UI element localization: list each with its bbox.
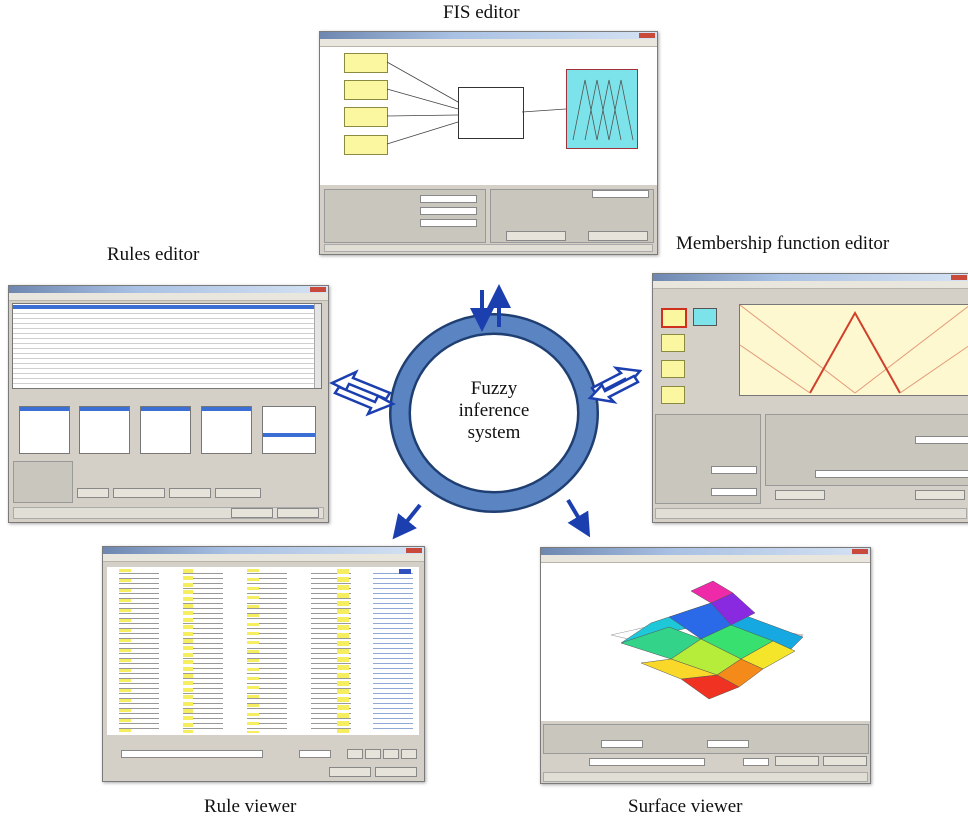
mf-params-field[interactable] xyxy=(815,470,968,478)
rules-close-button[interactable] xyxy=(277,508,319,518)
rules-listbox[interactable] xyxy=(79,406,130,454)
mf-plot xyxy=(739,304,968,396)
surface-status-bar xyxy=(543,772,868,782)
mf-variable-block[interactable] xyxy=(661,308,687,328)
rules-listbox[interactable] xyxy=(201,406,252,454)
mf-help-button[interactable] xyxy=(775,490,825,500)
rules-editor-screenshot xyxy=(8,285,329,523)
central-ring-fill xyxy=(391,315,597,511)
fis-properties-left xyxy=(324,189,486,243)
rules-list-selected-row[interactable] xyxy=(13,305,315,309)
mf-status-bar xyxy=(655,508,967,519)
surface-close-button[interactable] xyxy=(823,756,867,766)
surface-plot-area xyxy=(541,563,870,721)
rule-viewer-move-button[interactable] xyxy=(401,749,417,759)
mf-field[interactable] xyxy=(711,466,757,474)
fis-field[interactable] xyxy=(420,207,477,215)
double-arrow-left-icon xyxy=(587,374,640,404)
surface-plot xyxy=(610,580,805,700)
fis-button[interactable] xyxy=(588,231,648,241)
rules-listbox[interactable] xyxy=(19,406,70,454)
center-label: Fuzzy inference system xyxy=(434,378,554,444)
fis-rule-block xyxy=(458,87,524,139)
mf-variable-block[interactable] xyxy=(661,360,685,378)
mf-variable-block[interactable] xyxy=(661,386,685,404)
caption-rules-editor: Rules editor xyxy=(107,244,200,265)
center-label-line-3: system xyxy=(467,422,521,443)
surface-input-field[interactable] xyxy=(589,758,705,766)
fis-button[interactable] xyxy=(506,231,566,241)
fis-input-block xyxy=(344,80,388,100)
rule-viewer-plot-points-field[interactable] xyxy=(299,750,331,758)
rules-button[interactable] xyxy=(77,488,109,498)
rules-connection-panel xyxy=(13,461,73,503)
double-arrow-right-icon xyxy=(333,385,396,417)
rules-button[interactable] xyxy=(215,488,261,498)
rule-viewer-column xyxy=(119,569,159,733)
rule-viewer-move-button[interactable] xyxy=(365,749,381,759)
caption-membership-editor: Membership function editor xyxy=(676,233,890,254)
rule-viewer-help-button[interactable] xyxy=(329,767,371,777)
mf-output-variable-block[interactable] xyxy=(693,308,717,326)
rules-button[interactable] xyxy=(169,488,211,498)
mf-curves xyxy=(739,304,968,394)
rules-button[interactable] xyxy=(113,488,165,498)
fis-connectors xyxy=(386,61,567,145)
mf-field[interactable] xyxy=(915,436,968,444)
caption-fis-editor: FIS editor xyxy=(443,2,520,23)
arrow-down-right-icon xyxy=(566,498,591,538)
fis-field[interactable] xyxy=(420,219,477,227)
rule-viewer-close-button[interactable] xyxy=(375,767,417,777)
fis-input-block xyxy=(344,53,388,73)
surface-viewer-screenshot xyxy=(540,547,871,784)
rule-viewer-grid xyxy=(107,567,419,735)
membership-editor-screenshot xyxy=(652,273,968,523)
fis-diagram-area xyxy=(320,47,657,185)
caption-surface-viewer: Surface viewer xyxy=(628,796,743,817)
rule-viewer-column xyxy=(311,569,351,733)
fis-editor-screenshot xyxy=(319,31,658,255)
caption-rule-viewer: Rule viewer xyxy=(204,796,297,817)
center-label-line-2: inference xyxy=(458,400,530,421)
mf-variable-block[interactable] xyxy=(661,334,685,352)
rule-viewer-move-button[interactable] xyxy=(347,749,363,759)
fis-input-block xyxy=(344,135,388,155)
fis-input-block xyxy=(344,107,388,127)
surface-field[interactable] xyxy=(601,740,643,748)
rule-viewer-screenshot xyxy=(102,546,425,782)
surface-field[interactable] xyxy=(707,740,749,748)
rule-viewer-column xyxy=(247,569,287,733)
mf-close-button[interactable] xyxy=(915,490,965,500)
fis-output-mf-icon xyxy=(572,79,634,141)
rule-viewer-input-field[interactable] xyxy=(121,750,263,758)
mf-field[interactable] xyxy=(711,488,757,496)
fis-name-field[interactable] xyxy=(592,190,649,198)
rule-viewer-column xyxy=(183,569,223,733)
surface-controls-panel xyxy=(543,724,869,754)
surface-plot-points-field[interactable] xyxy=(743,758,769,766)
rules-listbox[interactable] xyxy=(140,406,191,454)
surface-help-button[interactable] xyxy=(775,756,819,766)
fis-field[interactable] xyxy=(420,195,477,203)
rules-listbox[interactable] xyxy=(262,406,316,454)
rules-list xyxy=(12,303,322,389)
center-label-line-1: Fuzzy xyxy=(470,378,518,399)
rule-viewer-move-button[interactable] xyxy=(383,749,399,759)
fis-output-block xyxy=(566,69,638,149)
rules-help-button[interactable] xyxy=(231,508,273,518)
rule-viewer-output-column xyxy=(373,569,413,733)
arrow-down-left-icon xyxy=(392,503,422,540)
fis-status-bar xyxy=(324,244,653,252)
rules-list-scrollbar[interactable] xyxy=(314,304,321,388)
